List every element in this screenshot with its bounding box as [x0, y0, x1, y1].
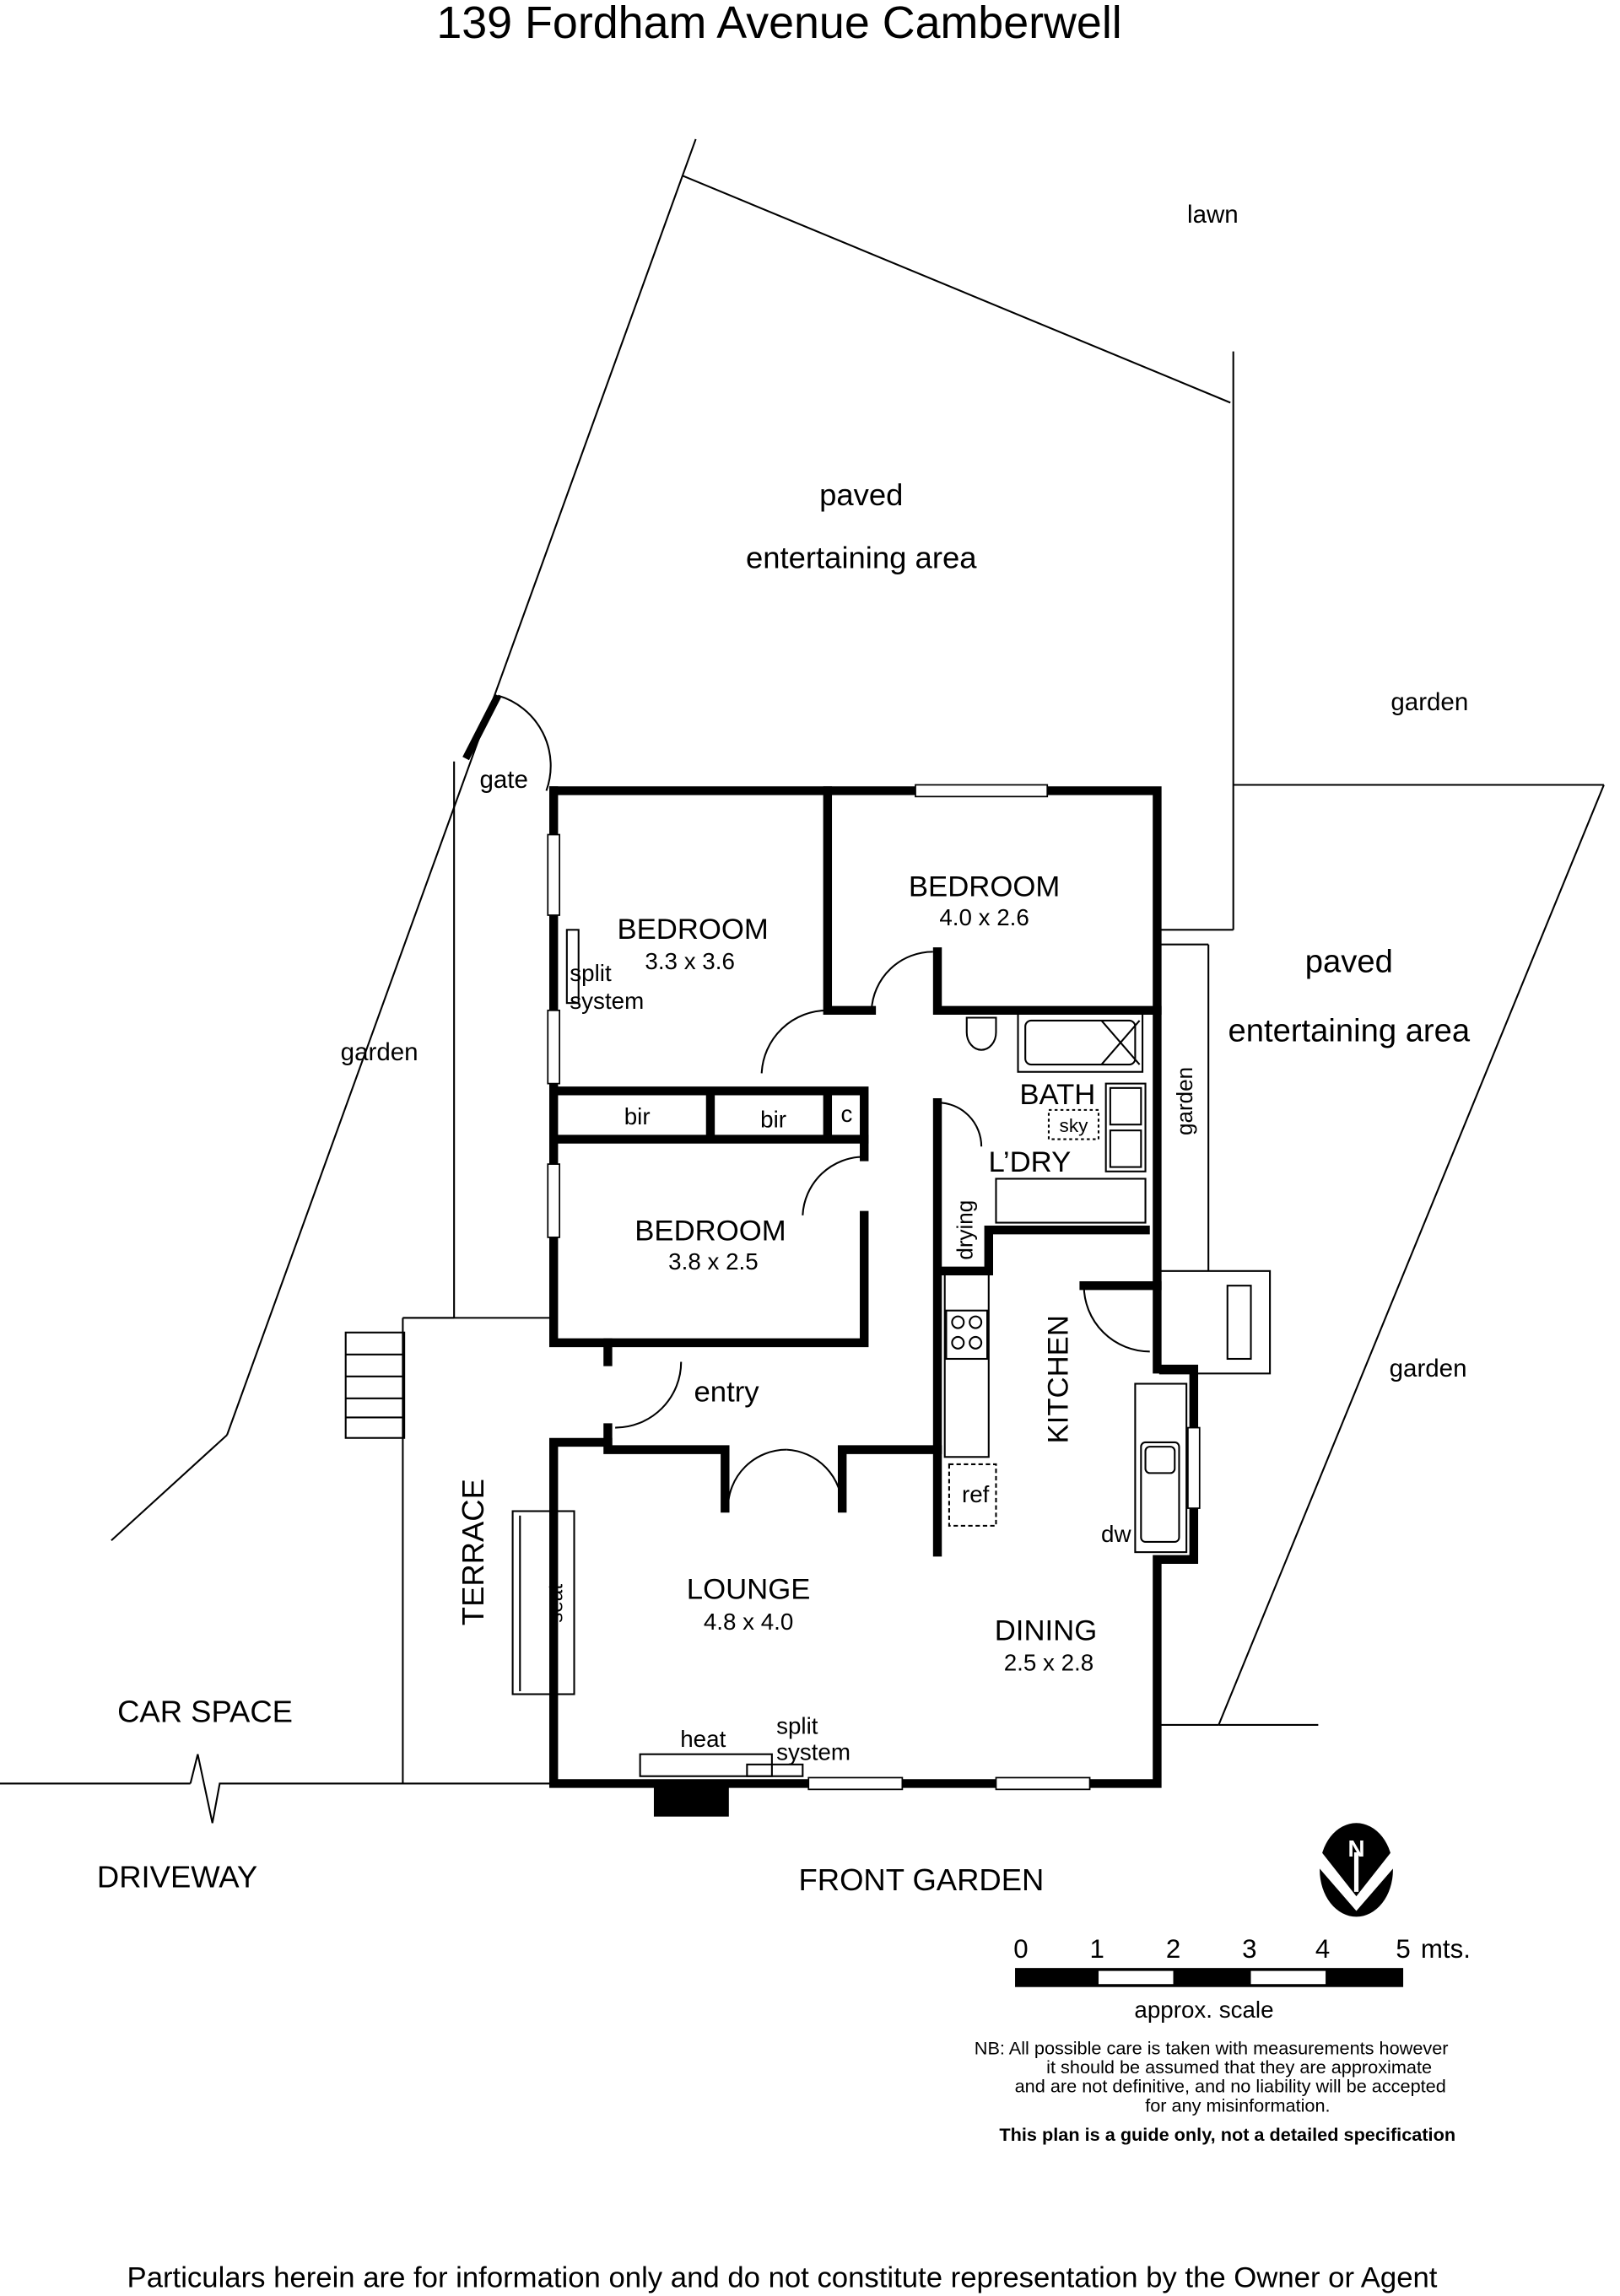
- north-label: N: [1347, 1835, 1364, 1862]
- fixture-split2: split: [776, 1712, 818, 1738]
- fixture-split2b: system: [776, 1739, 850, 1765]
- room-bedroom1-name: BEDROOM: [617, 914, 768, 946]
- room-dining-name: DINING: [995, 1614, 1097, 1647]
- room-lounge-size: 4.8 x 4.0: [704, 1609, 794, 1635]
- scale-tick-3: 3: [1242, 1934, 1256, 1964]
- label-garden-strip: garden: [1172, 1067, 1197, 1135]
- room-bedroom2-size: 4.0 x 2.6: [939, 904, 1029, 930]
- fixture-drying: drying: [953, 1200, 978, 1260]
- gate: [462, 693, 552, 791]
- disclaimer-line: NB: All possible care is taken with meas…: [975, 2038, 1449, 2059]
- label-entertaining-top: entertaining area: [746, 541, 977, 575]
- room-lounge-name: LOUNGE: [687, 1574, 811, 1606]
- fixture-heat: heat: [680, 1726, 726, 1752]
- label-paved-top: paved: [819, 477, 903, 512]
- room-dining-size: 2.5 x 2.8: [1004, 1650, 1094, 1676]
- room-bedroom3-name: BEDROOM: [634, 1215, 786, 1247]
- scale-tick-4: 4: [1315, 1934, 1330, 1964]
- scale-tick-5: 5: [1396, 1934, 1410, 1964]
- fixture-ref: ref: [962, 1481, 990, 1507]
- fixture-bir2: bir: [760, 1107, 786, 1133]
- plan-title: 139 Fordham Avenue Camberwell: [436, 0, 1121, 48]
- fixture-seat: seat: [545, 1584, 568, 1623]
- outdoor-bench: [1158, 1269, 1272, 1375]
- disclaimer-line: for any misinformation.: [1145, 2094, 1330, 2115]
- fixture-c: c: [840, 1101, 852, 1127]
- fixture-sky: sky: [1060, 1115, 1089, 1136]
- footer-note: Particulars herein are for information o…: [127, 2262, 1438, 2294]
- fixture-dw: dw: [1101, 1521, 1131, 1547]
- room-bedroom2-name: BEDROOM: [909, 870, 1060, 903]
- label-terrace: TERRACE: [456, 1479, 490, 1625]
- disclaimer: NB: All possible care is taken with meas…: [975, 2038, 1455, 2145]
- fixtures: [511, 929, 1188, 1817]
- scale-caption: approx. scale: [1134, 1997, 1273, 2023]
- label-garden-right-bottom: garden: [1390, 1355, 1467, 1382]
- scale-tick-2: 2: [1166, 1934, 1180, 1964]
- doors: [615, 951, 1150, 1509]
- scale-tick-1: 1: [1090, 1934, 1104, 1964]
- room-kitchen: KITCHEN: [1043, 1315, 1075, 1443]
- site-boundaries: [0, 138, 1605, 1824]
- label-paved-right: paved: [1305, 944, 1393, 980]
- windows: [547, 784, 1201, 1791]
- label-car-space: CAR SPACE: [117, 1694, 293, 1728]
- scale-tick-0: 0: [1013, 1934, 1028, 1964]
- scale-unit: mts.: [1421, 1934, 1471, 1964]
- fixture-bir1: bir: [624, 1103, 651, 1129]
- room-bath: BATH: [1019, 1079, 1095, 1111]
- room-bedroom1-size: 3.3 x 3.6: [645, 948, 735, 974]
- label-garden-left: garden: [341, 1038, 418, 1066]
- fixture-split1b: system: [570, 988, 644, 1014]
- label-garden-right-top: garden: [1390, 688, 1468, 716]
- label-gate: gate: [479, 766, 527, 794]
- north-arrow-icon: N: [1318, 1823, 1395, 1917]
- label-lawn: lawn: [1187, 201, 1239, 229]
- label-driveway: DRIVEWAY: [97, 1860, 257, 1894]
- label-front-garden: FRONT GARDEN: [799, 1862, 1045, 1897]
- room-entry: entry: [694, 1376, 759, 1408]
- disclaimer-line: and are not definitive, and no liability…: [1015, 2076, 1446, 2097]
- disclaimer-bold: This plan is a guide only, not a detaile…: [999, 2124, 1455, 2145]
- disclaimer-line: it should be assumed that they are appro…: [1046, 2056, 1432, 2078]
- room-bedroom3-size: 3.8 x 2.5: [668, 1248, 759, 1275]
- fixture-split1: split: [570, 960, 612, 986]
- terrace-steps: [344, 1331, 406, 1439]
- room-laundry: L’DRY: [989, 1146, 1072, 1178]
- scale-bar: 0 1 2 3 4 5 mts. approx. scale: [1013, 1934, 1471, 2023]
- label-entertaining-right: entertaining area: [1228, 1012, 1471, 1048]
